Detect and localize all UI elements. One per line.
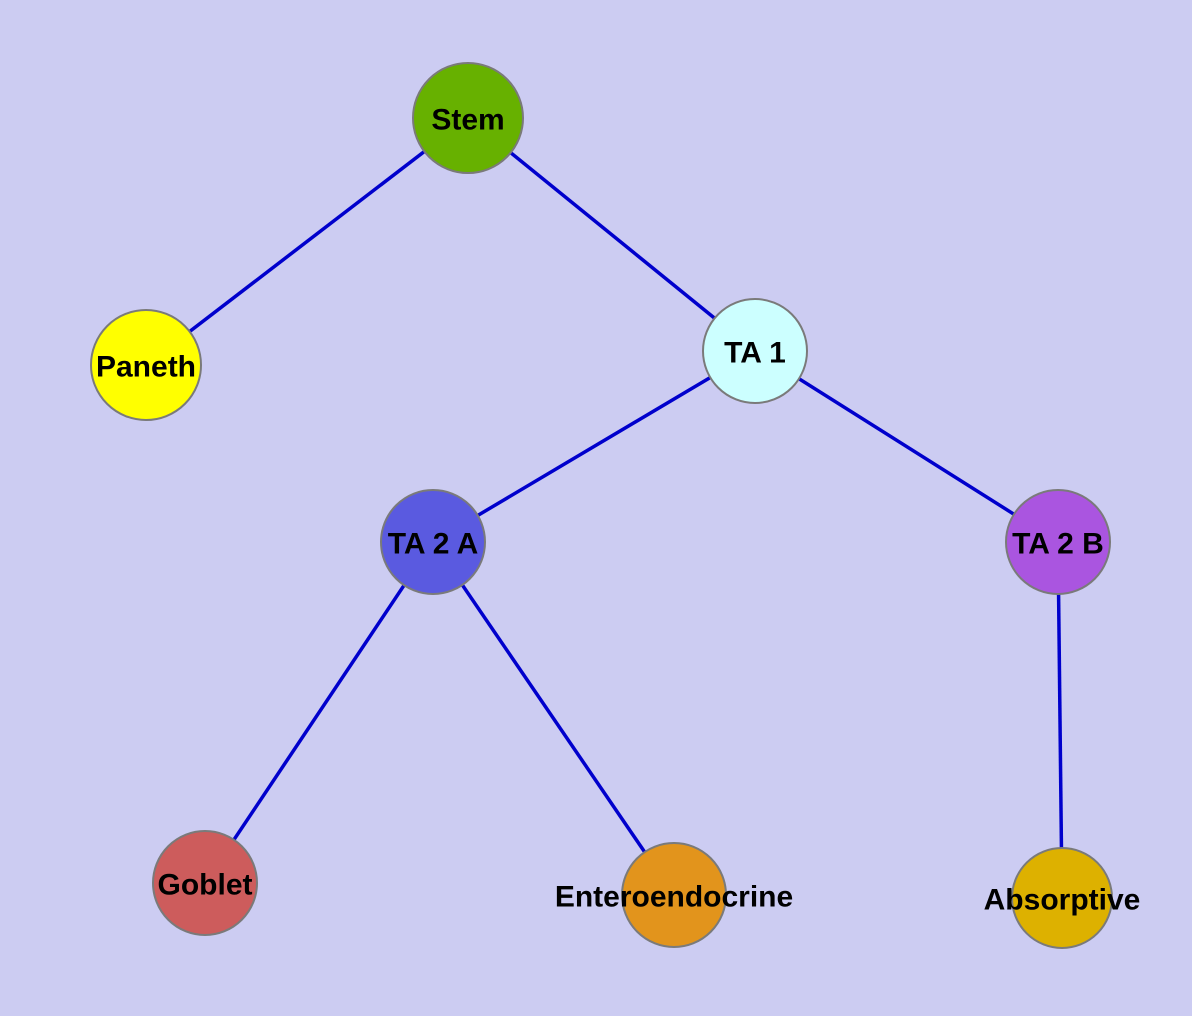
node-ta1[interactable] <box>702 298 808 404</box>
edge-ta1-ta2b <box>754 349 1059 544</box>
edge-ta1-ta2a <box>432 349 756 544</box>
node-ta2b[interactable] <box>1005 489 1111 595</box>
edge-ta2a-goblet <box>203 541 435 884</box>
node-enteroendocrine[interactable] <box>621 842 727 948</box>
edge-stem-paneth <box>144 116 470 367</box>
node-ta2a[interactable] <box>380 489 486 595</box>
edge-stem-ta1 <box>466 116 757 353</box>
edge-ta2a-enteroendocrine <box>431 541 676 896</box>
edges-layer <box>144 116 1064 899</box>
edge-ta2b-absorptive <box>1056 541 1064 899</box>
node-stem[interactable] <box>412 62 524 174</box>
node-absorptive[interactable] <box>1011 847 1113 949</box>
node-paneth[interactable] <box>90 309 202 421</box>
nodes-layer <box>90 62 1113 949</box>
node-goblet[interactable] <box>152 830 258 936</box>
